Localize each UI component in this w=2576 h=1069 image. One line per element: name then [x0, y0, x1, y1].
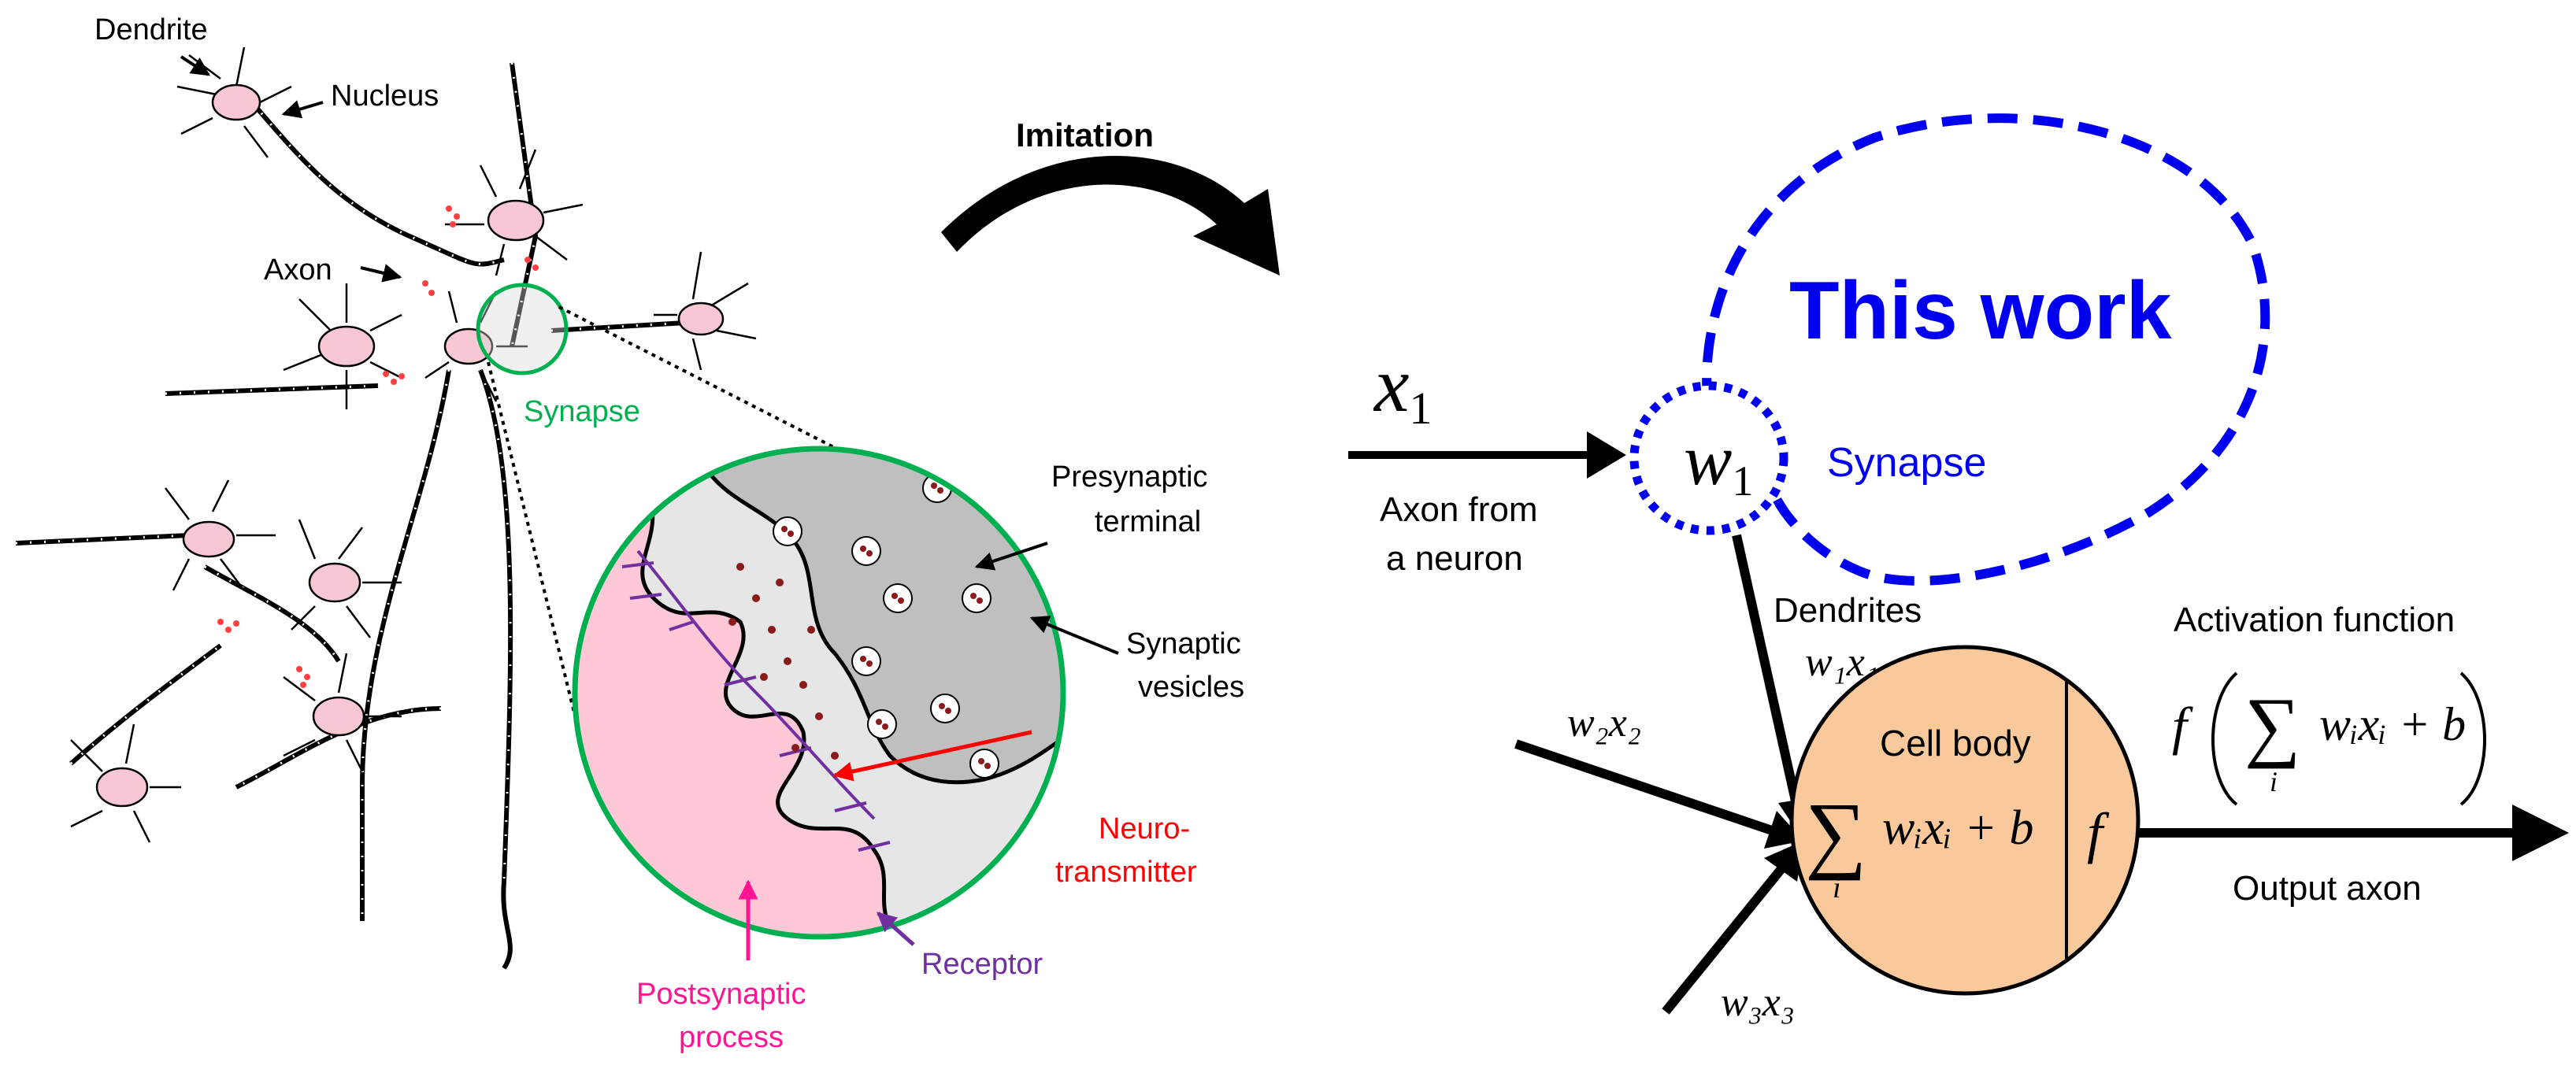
label-presynaptic-1: Presynaptic [1051, 461, 1208, 494]
label-this-work: This work [1789, 265, 2172, 357]
label-axon-from-1: Axon from [1380, 490, 1538, 529]
label-nucleus: Nucleus [331, 80, 439, 113]
axon-4 [360, 369, 451, 921]
x1-symbol: x1 [1373, 341, 1432, 434]
imitation-group: Imitation [941, 117, 1280, 276]
sum-index: i [1833, 871, 1841, 904]
w3-arrow [1662, 863, 1788, 1015]
activation-left-paren [2211, 671, 2238, 806]
synapse-zoom [572, 446, 1066, 940]
neuron-cell-2 [445, 149, 584, 276]
axon-7 [235, 706, 442, 790]
label-receptor: Receptor [921, 948, 1043, 981]
axon-9 [550, 320, 686, 333]
label-axon-from-2: a neuron [1386, 539, 1523, 578]
label-imitation: Imitation [1016, 117, 1154, 154]
neuron-cell-7 [291, 519, 402, 638]
neuron-cell-3 [654, 251, 757, 371]
label-vesicles-2: vesicles [1138, 671, 1244, 704]
activation-right-paren [2459, 671, 2486, 806]
activation-expression: wᵢxᵢ + b [2319, 698, 2466, 750]
axon-10 [203, 564, 341, 663]
cell-body [1789, 645, 2140, 996]
label-activation-function: Activation function [2174, 601, 2455, 639]
w1-synapse-circle [1629, 381, 1788, 535]
label-postsyn-1: Postsynaptic [636, 978, 806, 1011]
artificial-neuron: This work w1 Synapse x1 Axon from a neur… [1348, 113, 2569, 1025]
axon-3 [478, 368, 513, 970]
receptor-pointer [877, 912, 915, 946]
axon-5 [165, 383, 379, 396]
neuron-network: Dendrite Nucleus Axon Synapse Presynapti… [15, 13, 1244, 1054]
neuron-cell-4 [283, 283, 402, 409]
vesicles-pointer [1029, 616, 1119, 655]
dendrite-w1-line [1732, 534, 1804, 820]
synapse-highlight-circle [476, 283, 569, 375]
dendrite-pointer [180, 55, 211, 76]
axon-pointer [360, 264, 402, 283]
nucleus-pointer [281, 100, 324, 119]
sum-expression: wᵢxᵢ + b [1882, 801, 2033, 855]
w1-symbol: w1 [1684, 420, 1753, 505]
label-w3x3: w₃x₃ [1721, 980, 1795, 1025]
label-synapse: Synapse [524, 395, 640, 428]
zoom-line-1 [487, 361, 584, 749]
activation-sum-index: i [2270, 766, 2278, 797]
w2-arrow [1514, 739, 1774, 835]
axon-8 [69, 643, 222, 766]
label-vesicles-1: Synaptic [1126, 627, 1241, 660]
neuron-cell-9 [70, 723, 181, 843]
label-output-axon: Output axon [2233, 869, 2422, 908]
label-synapse-right: Synapse [1827, 440, 1986, 486]
activation-f: f [2172, 696, 2193, 756]
label-axon: Axon [264, 253, 332, 287]
presynaptic-pointer [974, 542, 1048, 571]
label-cell-body: Cell body [1880, 723, 2031, 764]
sum-symbol: ∑ [1805, 785, 1866, 881]
neuron-cell-6 [165, 479, 276, 591]
label-presynaptic-2: terminal [1095, 505, 1201, 538]
label-postsyn-2: process [679, 1021, 784, 1054]
neurotransmitter-pointer [832, 730, 1032, 782]
imitation-arrow [941, 156, 1280, 276]
label-neuro-1: Neuro- [1099, 812, 1190, 845]
axon-1 [250, 101, 505, 267]
axon-6 [15, 533, 190, 546]
this-work-outline [1702, 113, 2270, 586]
activation-sum: ∑ [2244, 682, 2300, 769]
neuron-cell-8 [283, 653, 402, 772]
label-neuro-2: transmitter [1055, 856, 1197, 889]
label-dendrites: Dendrites [1774, 591, 1922, 630]
label-dendrite: Dendrite [95, 13, 208, 46]
label-w2x2: w₂x₂ [1567, 701, 1641, 745]
